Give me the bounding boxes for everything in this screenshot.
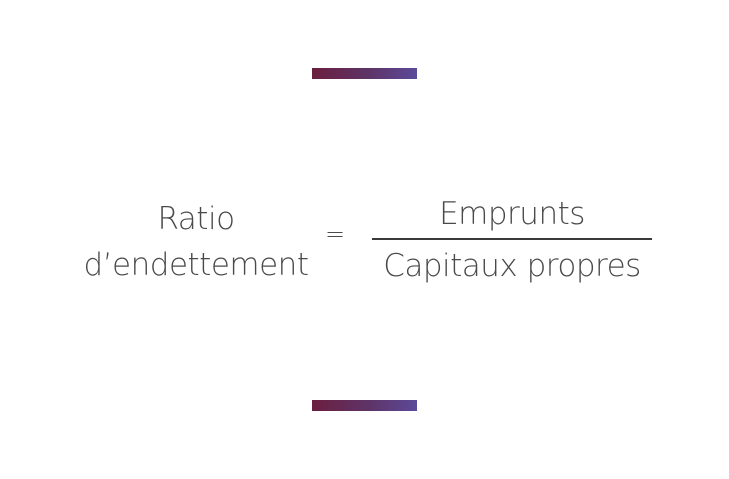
fraction-bar xyxy=(372,238,652,240)
fraction-numerator: Emprunts xyxy=(439,196,585,232)
bottom-accent-bar xyxy=(312,400,417,411)
formula-fraction: Emprunts Capitaux propres xyxy=(372,192,652,288)
fraction-denominator: Capitaux propres xyxy=(383,248,641,284)
lhs-line-endettement: d’endettement xyxy=(83,247,309,283)
formula-left-side: Ratio d’endettement xyxy=(60,196,332,288)
equals-sign: = xyxy=(325,220,346,248)
lhs-line-ratio: Ratio xyxy=(157,201,235,237)
top-accent-bar xyxy=(312,68,417,79)
